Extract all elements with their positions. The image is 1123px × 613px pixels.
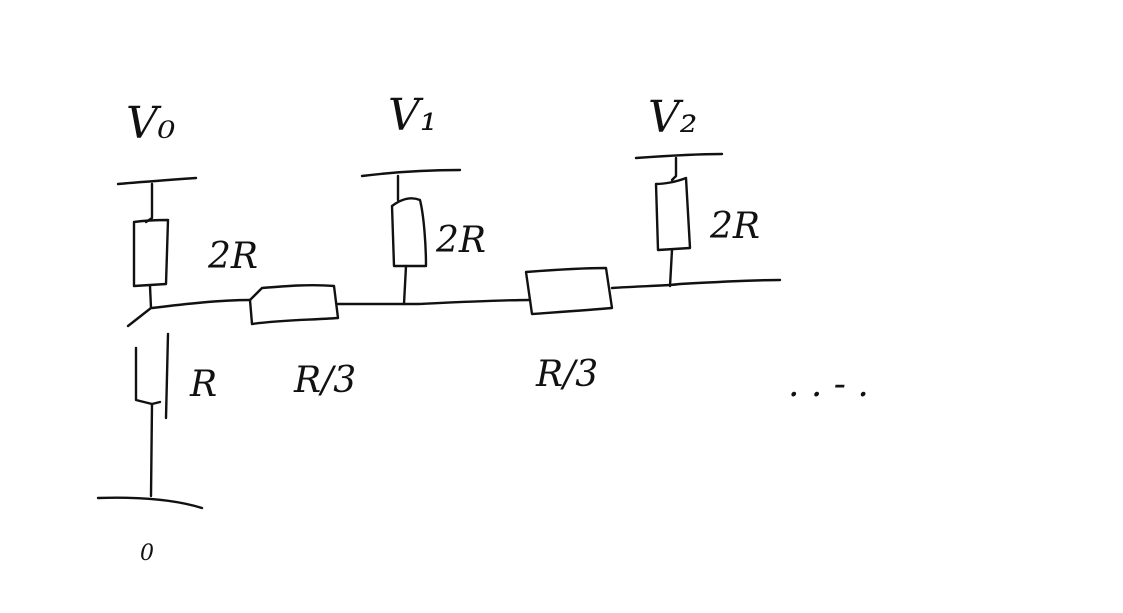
ground-lead [149,402,154,498]
v2-lead-top [670,156,678,182]
resistor-r3-series-1 [248,283,340,326]
resistor-r3-series-2 [524,266,614,316]
node-v1-branch [360,168,462,306]
resistor-2r-v1 [390,197,428,268]
v1-terminal-bar [360,168,462,178]
continuation-dots: . . - . [788,364,869,405]
bus-segment-0 [150,298,252,310]
main-bus [150,266,782,326]
v2-terminal-bar [634,152,724,160]
label-r3-series-2: R/3 [535,354,598,395]
label-v2: V₂ [648,92,697,143]
node-v2-branch [634,152,724,288]
v2-lead-bottom [668,248,674,288]
v0-lead-bottom [126,284,153,328]
ground-label: 0 [140,541,154,566]
node-v0-branch [96,176,204,510]
label-v0: V₀ [126,98,176,149]
bus-segment-2 [610,278,782,290]
label-v1: V₁ [388,90,437,141]
label-2r-v2: 2R [709,206,760,247]
v0-lead-top [144,182,154,224]
label-2r-v0: 2R [207,236,258,277]
resistor-2r-v2 [654,176,692,252]
v1-lead-bottom [402,264,408,306]
ground-bar [96,496,204,510]
resistor-r-ground [134,332,170,420]
label-r-ground: R [189,364,217,405]
resistor-2r-v0 [132,218,170,288]
v0-terminal-bar [116,176,198,186]
label-2r-v1: 2R [435,220,486,261]
bus-segment-1 [336,298,532,306]
label-r3-series-1: R/3 [293,360,356,401]
